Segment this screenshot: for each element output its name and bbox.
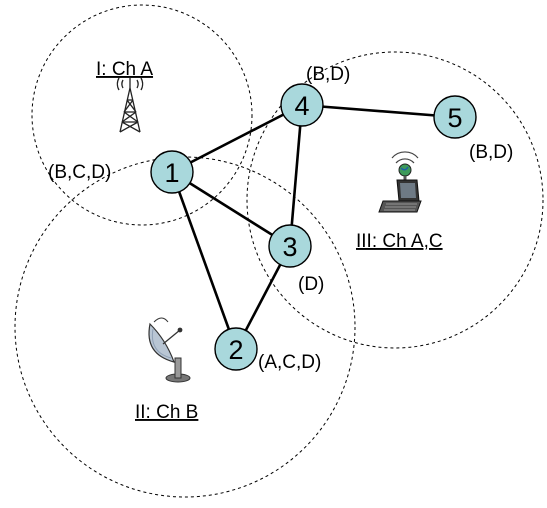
node-5-channels: (B,D) — [469, 142, 513, 163]
edge-3-4 — [288, 103, 304, 248]
region-label-II: II: Ch B — [135, 402, 198, 423]
node-4: 4 — [280, 83, 324, 127]
node-5: 5 — [433, 95, 477, 139]
laptop-icon — [378, 151, 422, 213]
edge-1-3 — [170, 170, 292, 248]
node-3-channels: (D) — [298, 274, 324, 295]
node-5-circle — [433, 95, 477, 139]
edges — [170, 103, 457, 351]
edge-1-2 — [170, 170, 238, 351]
node-3-label: 3 — [282, 232, 297, 262]
node-4-channels: (B,D) — [306, 64, 350, 85]
satellite-dish-icon — [148, 317, 191, 383]
node-2-circle — [214, 327, 258, 371]
radio-tower-icon — [116, 77, 144, 133]
node-1: 1 — [150, 150, 194, 194]
node-1-channels: (B,C,D) — [48, 162, 111, 183]
node-4-circle — [280, 83, 324, 127]
node-4-label: 4 — [294, 91, 309, 121]
region-label-III: III: Ch A,C — [356, 231, 443, 252]
edge-4-5 — [300, 103, 457, 119]
node-1-circle — [150, 150, 194, 194]
region-label-I: I: Ch A — [96, 59, 153, 80]
node-2-channels: (A,C,D) — [258, 352, 321, 373]
region-circle-III — [246, 51, 544, 349]
node-2-label: 2 — [228, 335, 243, 365]
edge-1-4 — [170, 103, 304, 174]
nodes: 1 2 3 4 5 — [150, 83, 477, 371]
node-1-label: 1 — [164, 158, 179, 188]
node-5-label: 5 — [447, 103, 462, 133]
region-circle-I — [31, 4, 253, 226]
node-3-circle — [268, 224, 312, 268]
node-3: 3 — [268, 224, 312, 268]
node-2: 2 — [214, 327, 258, 371]
